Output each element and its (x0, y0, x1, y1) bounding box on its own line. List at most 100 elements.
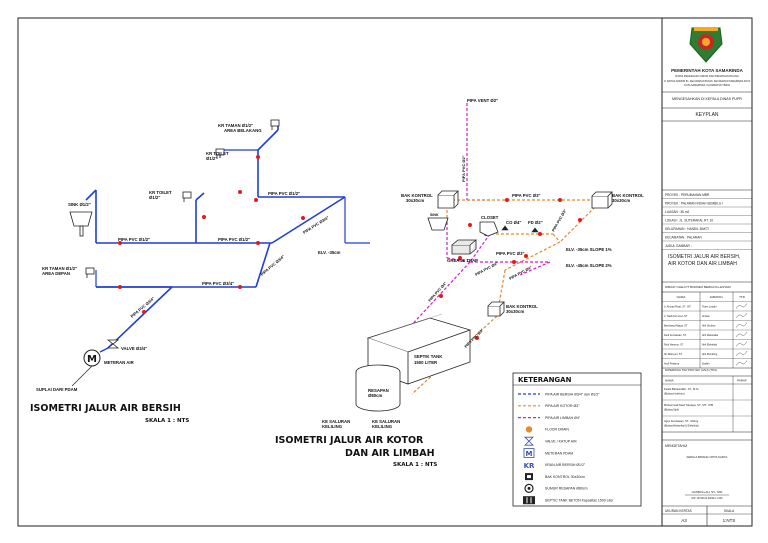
scale-label: SKALA (724, 509, 735, 513)
team-name: Bambang Wijaya, ST (664, 325, 688, 328)
label-pipa-diag-b: PIPA PVC Ø4" (428, 281, 448, 303)
label-resapan-2: Ø80cm (368, 393, 383, 398)
right-diagram-title-1: ISOMETRI JALUR AIR KOTOR (275, 435, 424, 446)
project-line: JUDUL GAMBAR : (665, 244, 692, 248)
kr-glyph: KR (524, 462, 535, 470)
waste-water-pipes (406, 222, 551, 331)
kr-toilet-top-icon (215, 148, 225, 159)
checker-field: (Bidang Sipil) (664, 409, 679, 412)
legend-item-label: METERAN PDAM (545, 451, 573, 455)
checker-field: (Bidang Mekanikal & Elektrikal) (664, 425, 699, 428)
label-saluran-right-2: KELILING (372, 424, 393, 429)
label-suplai: SUPLAI DARI PDAM (36, 387, 78, 392)
label-saluran-left-2: KELILING (322, 424, 343, 429)
label-bak-kontrol-left-2: 30x30cm (406, 198, 424, 203)
check-header: PARAF (737, 379, 747, 383)
team-header: JABATAN (709, 295, 722, 299)
sheet-border (17, 17, 753, 527)
kr-toilet-mid-icon (182, 191, 192, 202)
label-vent: PIPA VENT Ø2" (467, 98, 498, 103)
label-bak-kontrol-left-1: BAK KONTROL (401, 193, 433, 198)
org-line-3: Jl. DAHLIA NOMOR 81, KELURAHAN BUGIS, KE… (664, 80, 751, 83)
floor-drain-icon (501, 225, 539, 233)
team-role: Arsitek (702, 315, 710, 318)
legend-item-label: BAK KONTROL 30x30cm (545, 475, 585, 479)
checker-field: (Bidang Arsitektur) (664, 393, 685, 396)
label-saluran-left-1: KE SALURAN (322, 419, 350, 424)
label-bak-kontrol-right-1: BAK KONTROL (612, 193, 644, 198)
right-diagram-title-2: DAN AIR LIMBAH (345, 448, 435, 459)
sink-left-icon (69, 211, 93, 237)
team-role: Ahli Plumbing (702, 353, 718, 356)
team-name: Dedi Kurniawan, ST (664, 334, 687, 337)
grease-trap-icon (451, 239, 478, 255)
team-role: Ahli Mekanikal (702, 334, 719, 337)
label-fd2: FD Ø2" (528, 220, 543, 225)
approved-label: MENGETAHUI (665, 444, 687, 448)
project-line: PROYEK : PERUMAHAN MBR (665, 193, 710, 197)
project-line: LOKASI : JL. SUTERAKAL RT. 10 (665, 219, 713, 223)
project-line: LUASAN : 36 m2 (665, 210, 689, 214)
label-pipa-diag-c: PIPA PVC Ø4" (509, 265, 533, 280)
supply-pointer (71, 365, 93, 387)
bak-kontrol-left-icon (437, 190, 459, 209)
keyplan-label: KEYPLAN (695, 112, 718, 118)
label-pipa-diag-a: PIPA PVC Ø4" (475, 261, 499, 276)
vent-pipe (466, 103, 490, 201)
drawing-title-line2: AIR KOTOR DAN AIR LIMBAH (668, 261, 737, 267)
valve-icon (106, 339, 120, 349)
legend-items: PIPA AIR BERSIH Ø3/4" dan Ø1/2"PIPA AIR … (518, 392, 614, 505)
project-line: KECAMATAN : PALARAN (665, 236, 702, 240)
legend-item-label: PIPA AIR KOTOR Ø3" (545, 404, 580, 408)
signature-mark (735, 350, 748, 357)
org-line-1: PEMERINTAH KOTA SAMARINDA (671, 68, 743, 73)
label-valve: VALVE Ø3/4" (121, 346, 147, 351)
septic-tank-icon (366, 313, 472, 385)
label-kr-toilet-mid-1: KR TOILET (149, 190, 172, 195)
team-name: Ir. Hadi Purnomo, ST (664, 315, 688, 318)
label-saluran-right-1: KE SALURAN (372, 419, 400, 424)
team-role: Ahli Struktur (702, 325, 716, 328)
label-kr-toilet-top-1: KR TOILET (206, 151, 229, 156)
label-kr-taman-depan-1: KR TAMAN Ø1/2" (42, 266, 77, 271)
sink-right-icon (427, 217, 449, 231)
septic-icon (523, 496, 535, 505)
legend-item-label: SEPTIC TANK BETON Kapasitas 1500 Liter (545, 499, 614, 503)
org-line-4: KOTA SAMARINDA, KALIMANTAN TIMUR (684, 84, 730, 87)
legend-item-label: SUMUR RESAPAN Ø80cm (545, 487, 588, 491)
right-diagram-scale: SKALA 1 : NTS (393, 462, 437, 468)
scale-value: 1:NTS (723, 518, 736, 523)
team-role: Team Leader (702, 306, 717, 309)
valve-icon (524, 436, 534, 446)
label-bak-kontrol-bottom-2: 30x30cm (506, 309, 524, 314)
title-block: PEMERINTAH KOTA SAMARINDA DINAS PEKERJAA… (661, 27, 753, 526)
label-pipa-top: PIPA PVC Ø3" (512, 193, 541, 198)
label-elv45: ELV. -45cm SLOPE 2% (566, 263, 612, 268)
bak-kontrol-icon (525, 473, 533, 481)
meter-icon: M (523, 448, 535, 458)
bak-kontrol-bottom-icon (487, 301, 505, 317)
label-sink-right: SINK (430, 213, 439, 217)
left-diagram-scale: SKALA 1 : NTS (145, 418, 189, 424)
signature-mark (735, 360, 748, 366)
label-kr-taman-depan-2: AREA DEPAN (42, 271, 70, 276)
label-grease: GREASE TRAP (447, 258, 478, 263)
signature-mark (735, 341, 748, 347)
city-logo (689, 27, 723, 63)
checker-name: Agus Kurniawan, ST., M.Eng (664, 419, 699, 423)
label-bak-kontrol-right-2: 30x30cm (612, 198, 630, 203)
meter-symbol: M (87, 354, 97, 365)
signer-nip: NIP. 19740312 200312 1 006 (692, 497, 724, 500)
signature-mark (735, 331, 748, 338)
clean-water-isometric (85, 122, 370, 349)
team-header: TTD (739, 295, 746, 299)
label-pipa-a: PIPA PVC Ø1/2" (118, 237, 150, 242)
label-pipa-d: PIPA PVC Ø3/4" (202, 281, 234, 286)
drawn-by: DIBUAT OLEH PT BORNEO BERKAYA LESTARI (665, 285, 731, 289)
bak-kontrol-right-icon (591, 191, 613, 209)
label-kr-taman-belakang-2: AREA BELAKANG (224, 128, 262, 133)
label-kr-taman-belakang-1: KR TAMAN Ø1/2" (218, 123, 253, 128)
signature-mark (735, 303, 748, 309)
